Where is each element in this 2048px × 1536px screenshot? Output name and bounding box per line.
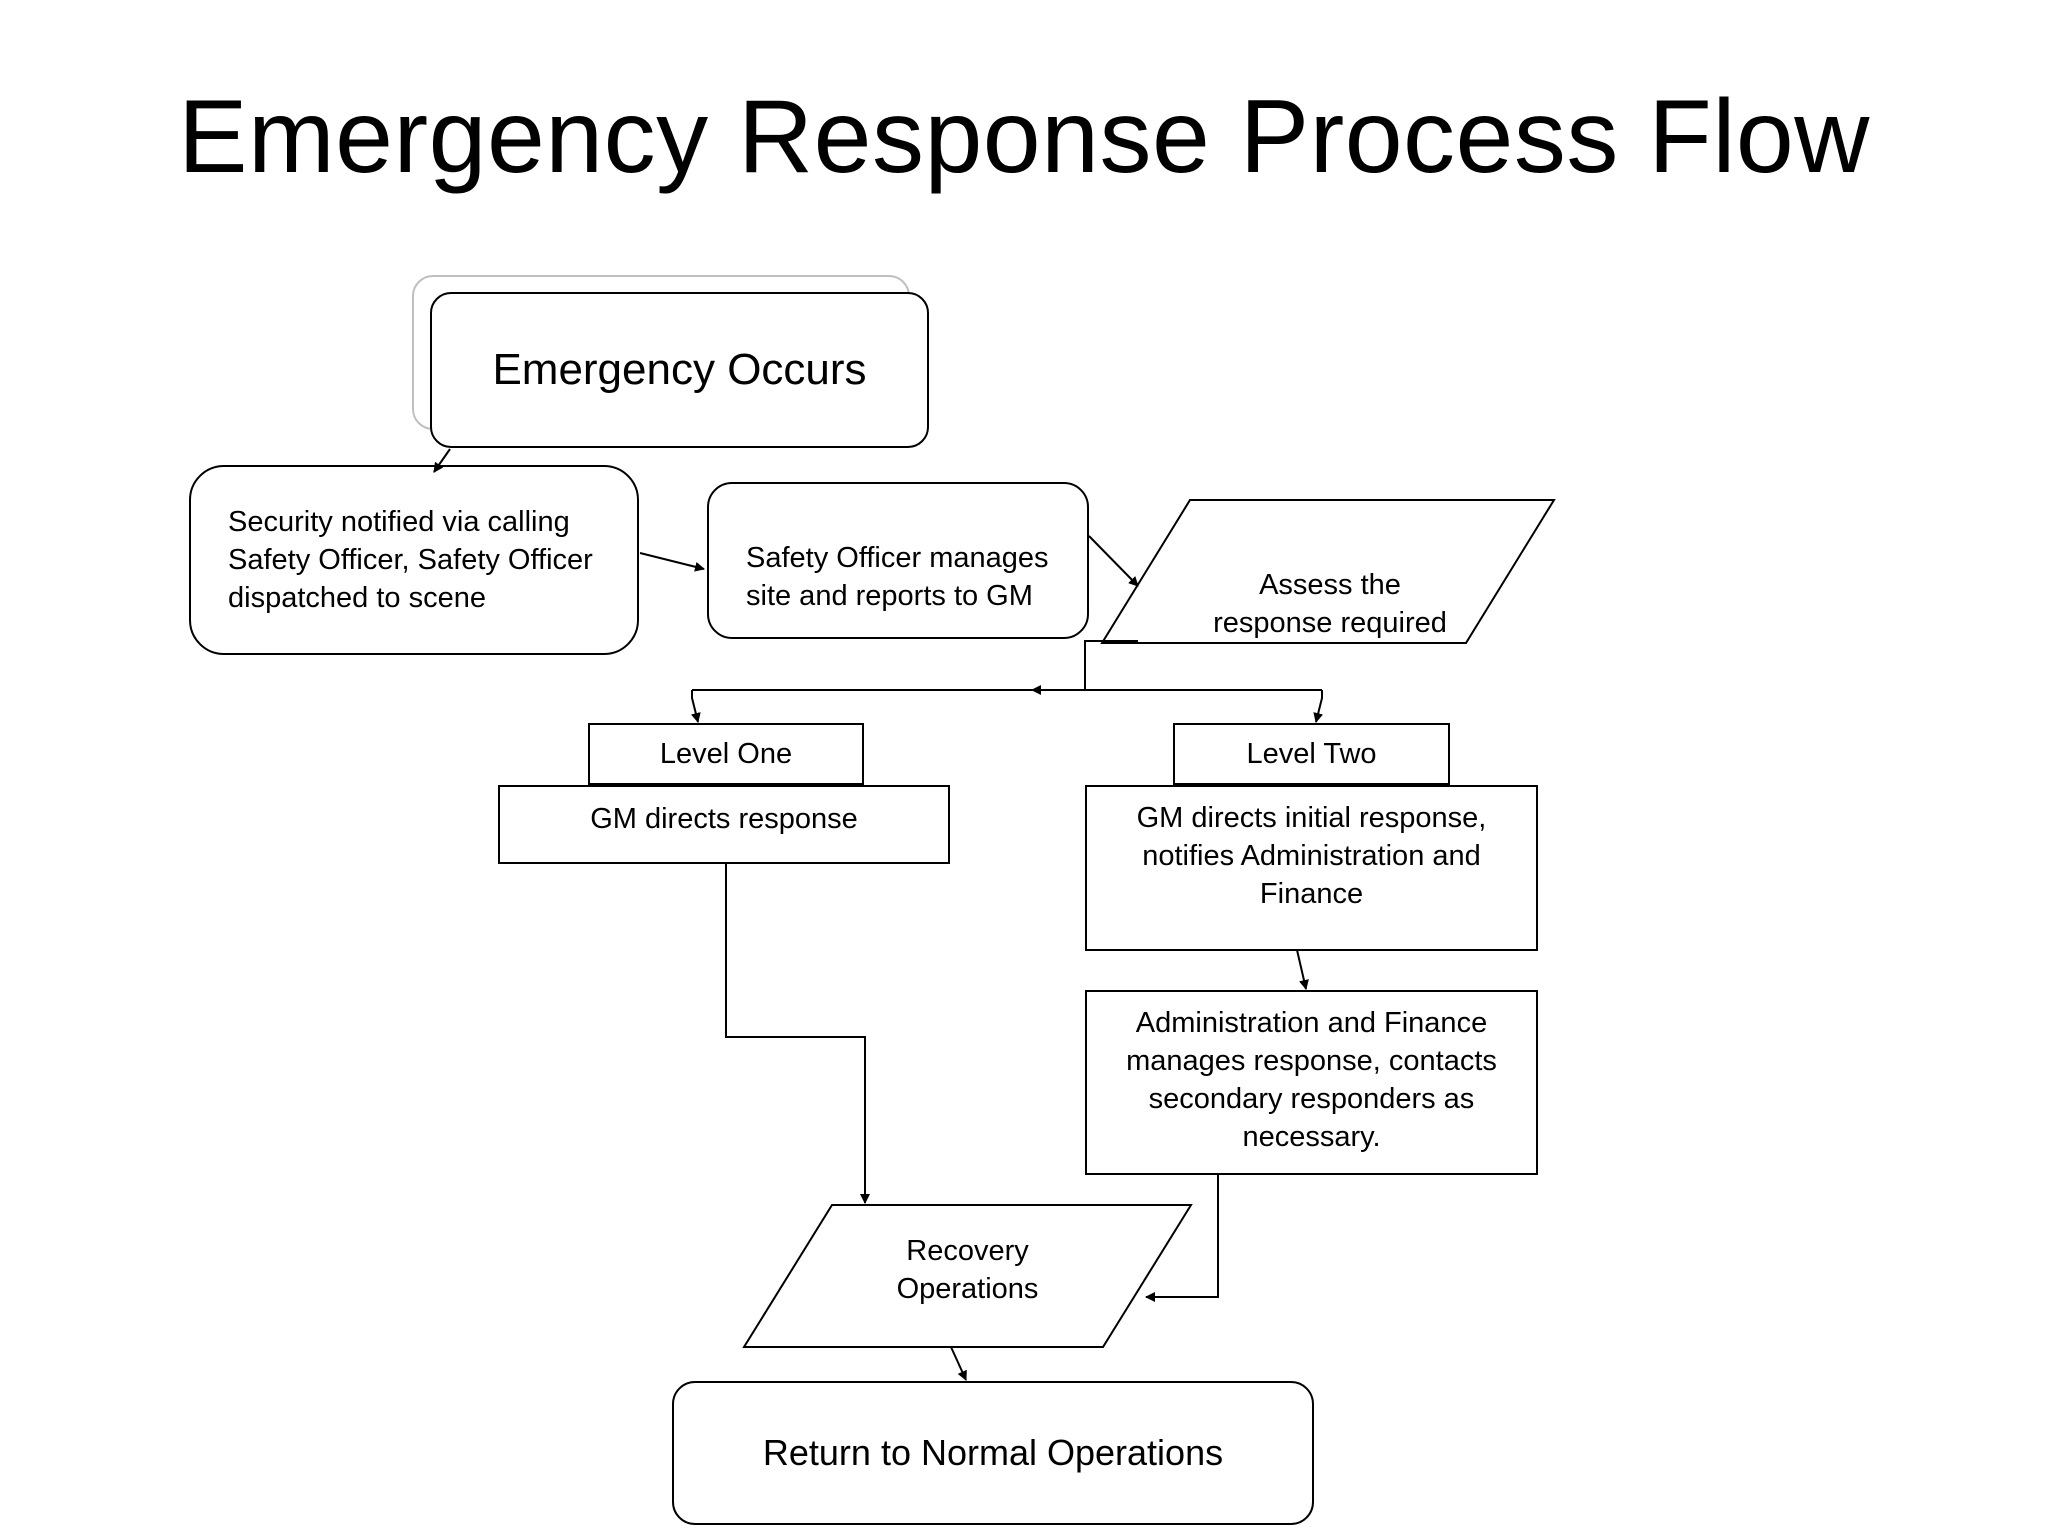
assess-node-shape — [1100, 499, 1556, 644]
connector-start-to-security — [433, 448, 451, 473]
connector-branch-to-level-two — [1313, 690, 1324, 723]
connector-recovery-to-return — [950, 1346, 967, 1381]
assess-node-label: Assess the response required — [1213, 569, 1447, 639]
start-node-label: Emergency Occurs — [492, 345, 867, 394]
connector-safety-officer-to-assess — [1088, 535, 1139, 587]
recovery-node-label: Recovery Operations — [896, 1235, 1039, 1305]
level-one-body-box — [498, 785, 950, 864]
page-title: Emergency Response Process Flow — [178, 79, 1870, 195]
security-node-box — [189, 465, 639, 655]
level-two-header-label: Level Two — [1246, 738, 1377, 770]
level-one-header-box — [588, 723, 864, 785]
level-two-body-box — [1085, 785, 1538, 951]
recovery-node-shape — [742, 1204, 1193, 1348]
security-node-label: Security notified via calling Safety Off… — [228, 506, 593, 614]
return-node-box — [672, 1381, 1314, 1525]
safety-officer-node-box — [707, 482, 1089, 639]
connector-level-two-to-admin-finance — [1296, 949, 1309, 990]
return-node-label: Return to Normal Operations — [762, 1432, 1224, 1473]
level-one-body-label: GM directs response — [590, 802, 858, 835]
level-two-header-box — [1173, 723, 1450, 785]
admin-finance-node-label: Administration and Finance manages respo… — [1126, 1007, 1497, 1153]
start-node-box — [430, 292, 929, 448]
connector-level-one-to-recovery — [725, 863, 870, 1204]
level-one-header-label: Level One — [659, 738, 793, 770]
connector-admin-finance-to-recovery — [1145, 1174, 1219, 1302]
connector-branch-to-level-one — [690, 690, 701, 723]
level-two-body-label: GM directs initial response, notifies Ad… — [1136, 802, 1487, 910]
connector-assess-drop — [1084, 640, 1138, 690]
safety-officer-node-label: Safety Officer manages site and reports … — [746, 541, 1049, 612]
admin-finance-node-box — [1085, 990, 1538, 1175]
connector-security-to-safety-officer — [639, 552, 705, 572]
